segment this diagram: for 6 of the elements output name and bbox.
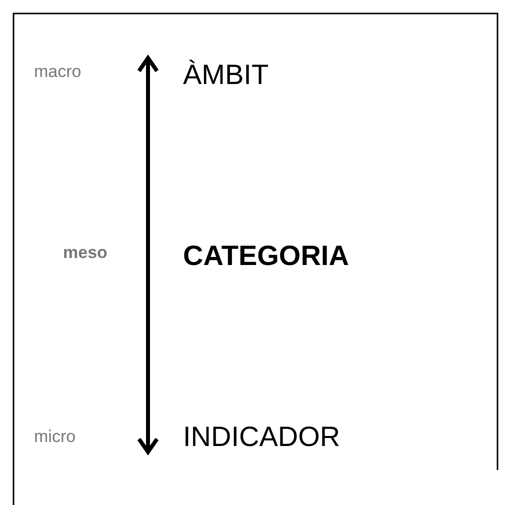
scale-label: meso (63, 244, 108, 261)
scale-label: micro (34, 428, 76, 445)
level-label: ÀMBIT (183, 61, 269, 89)
scale-label: macro (34, 63, 82, 80)
level-label: INDICADOR (183, 423, 340, 451)
level-label: CATEGORIA (183, 242, 349, 270)
